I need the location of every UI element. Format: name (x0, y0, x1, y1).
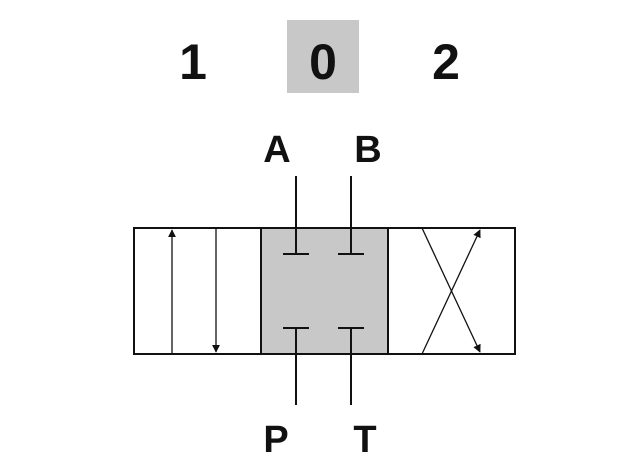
cross-arrow-up-line (421, 229, 481, 355)
position-label-1: 1 (179, 34, 207, 90)
port-label-b: B (354, 129, 381, 171)
position-label-2: 2 (432, 34, 460, 90)
port-label-t: T (353, 419, 376, 461)
envelope-position-2 (387, 227, 516, 355)
position-label-0: 0 (309, 34, 337, 90)
port-label-p: P (263, 419, 288, 461)
envelope-position-0 (260, 176, 389, 405)
cross-arrow-down-line (421, 227, 481, 353)
port-label-a: A (263, 129, 290, 171)
envelope-position-1 (133, 227, 262, 355)
active-position-highlight (287, 20, 359, 93)
